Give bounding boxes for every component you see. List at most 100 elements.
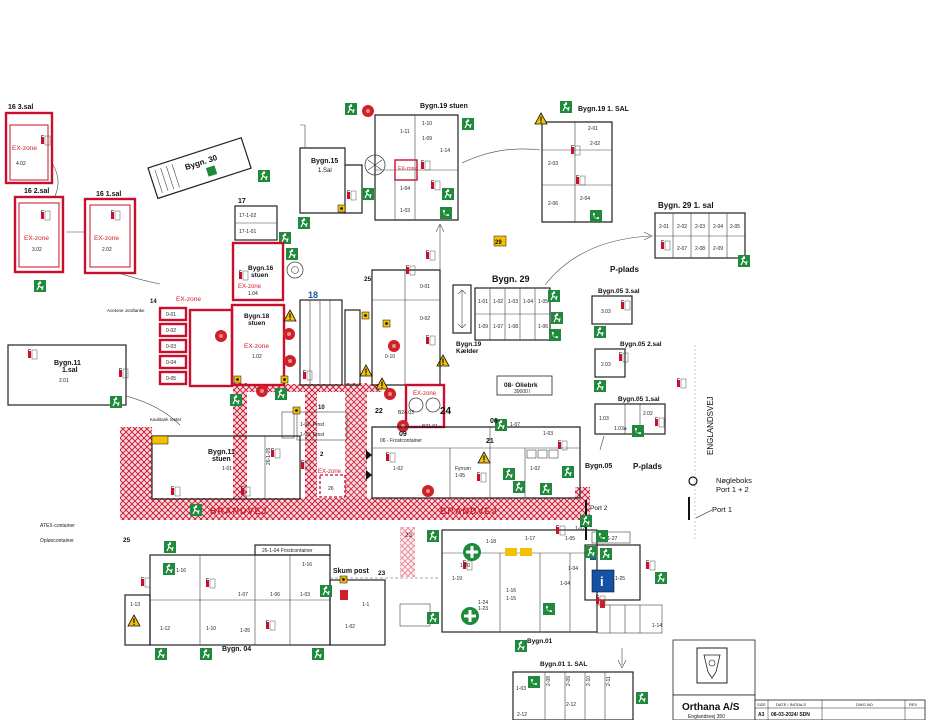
svg-text:1-15: 1-15 — [506, 596, 516, 602]
svg-text:2-10: 2-10 — [586, 676, 592, 686]
svg-text:1-16: 1-16 — [506, 588, 516, 594]
building-06-title: 06 — [490, 418, 498, 425]
svg-text:1-03: 1-03 — [543, 431, 553, 437]
svg-text:2.01: 2.01 — [59, 378, 69, 384]
sprinkler-icon — [256, 385, 268, 397]
svg-text:3.03: 3.03 — [601, 309, 611, 315]
svg-text:1-02: 1-02 — [530, 466, 540, 472]
warning-icon — [436, 354, 450, 367]
svg-text:1-19: 1-19 — [452, 576, 462, 582]
sprinkler-icon — [215, 330, 227, 342]
svg-text:1-04: 1-04 — [568, 566, 578, 572]
building-24-title: 24 — [440, 406, 452, 417]
svg-text:2-07: 2-07 — [677, 246, 687, 252]
svg-text:1-06: 1-06 — [270, 592, 280, 598]
exit-icon — [257, 169, 271, 183]
exit-icon — [584, 545, 598, 559]
brandvej-label: BRANDVEJ — [210, 506, 268, 516]
building-08-title: 08- Oliebrk — [504, 382, 538, 389]
exit-icon — [654, 571, 668, 585]
building-29: 1-01 1-02 1-03 1-04 1-05 1-09 1-07 1-08 … — [436, 284, 564, 367]
extinguisher-icon — [140, 577, 151, 588]
svg-text:Fyrrum: Fyrrum — [455, 466, 471, 472]
building-01-1sal-title: Bygn.01 1. SAL — [540, 661, 587, 668]
company-logo-icon — [703, 654, 721, 679]
building-16-2sal-title: 16 2.sal — [24, 188, 49, 195]
svg-text:17-1-02: 17-1-02 — [239, 213, 256, 219]
svg-text:1-23: 1-23 — [478, 606, 488, 612]
exit-icon — [502, 467, 516, 481]
svg-text:1-01: 1-01 — [222, 466, 232, 472]
key-box-icon — [688, 476, 698, 486]
svg-text:1-02: 1-02 — [493, 299, 503, 305]
svg-text:1-25: 1-25 — [615, 576, 625, 582]
svg-text:2-12: 2-12 — [517, 712, 527, 718]
svg-text:1-05: 1-05 — [565, 536, 575, 542]
building-25: 0-02 0-01 0-10 — [359, 250, 441, 390]
extinguisher-icon — [425, 250, 436, 261]
svg-text:1-07: 1-07 — [493, 324, 503, 330]
title-block — [672, 639, 926, 720]
exit-icon — [297, 216, 311, 230]
buildings-06-09-22: 06 - Frostcontainer Fyrrum 1-05 1-02 1-0… — [371, 418, 581, 499]
building-15 — [297, 102, 363, 230]
ex-zone-label: EX-zone — [94, 235, 119, 242]
ex-zone-label: EX-zone — [24, 235, 49, 242]
svg-text:0-05: 0-05 — [166, 376, 176, 382]
svg-text:1-24: 1-24 — [478, 600, 488, 606]
key-box-label: Nøgleboks — [716, 476, 752, 485]
building-24: EX-zone B24.03 B21.01 — [384, 383, 446, 432]
building-04-title: Bygn. 04 — [222, 646, 251, 653]
svg-text:0-01: 0-01 — [420, 284, 430, 290]
svg-text:1-05: 1-05 — [455, 473, 465, 479]
svg-text:1-04: 1-04 — [523, 299, 533, 305]
info-icon — [591, 569, 615, 593]
p-plads-label: P-plads — [633, 462, 662, 471]
building-29-title: Bygn. 29 — [492, 274, 530, 284]
ex-zone-26 — [319, 474, 346, 498]
svg-text:1-03: 1-03 — [508, 299, 518, 305]
ex-zone-label: EX-zone — [176, 296, 201, 303]
exit-icon — [154, 647, 168, 661]
svg-text:1-09: 1-09 — [422, 136, 432, 142]
brandvej-road — [120, 383, 590, 520]
svg-text:1-20: 1-20 — [460, 563, 470, 569]
p-plads-label: P-plads — [610, 265, 639, 274]
exit-icon — [737, 254, 751, 268]
building-18 — [299, 299, 361, 386]
extinguisher-icon — [270, 448, 281, 459]
warning-icon — [375, 377, 389, 390]
svg-text:2-04: 2-04 — [713, 224, 723, 230]
phone-icon — [632, 425, 644, 437]
svg-text:1-14: 1-14 — [652, 623, 662, 629]
exit-icon — [539, 482, 553, 496]
extinguisher-icon — [265, 620, 276, 631]
svg-text:1-02: 1-02 — [345, 624, 355, 630]
svg-text:26: 26 — [328, 486, 334, 492]
building-01-1sal: 1-03 2-12 2-12 2-08 2-09 2-10 2-11 — [512, 671, 649, 720]
svg-text:2-09: 2-09 — [713, 246, 723, 252]
building-11-1sal: 2.01 — [7, 344, 129, 409]
svg-text:1.04: 1.04 — [248, 291, 258, 297]
svg-text:4.02: 4.02 — [16, 161, 26, 167]
building-01-title: Bygn.01 — [527, 638, 553, 645]
exit-icon — [426, 529, 440, 543]
exit-icon — [109, 395, 123, 409]
svg-text:1-08: 1-08 — [508, 324, 518, 330]
sprinkler-icon — [362, 105, 374, 117]
exit-icon — [512, 480, 526, 494]
englandsvej-label: ENGLANDSVEJ — [706, 396, 715, 455]
ex-zone-label: EX-zone — [413, 391, 437, 397]
company-address: Englandsvej 350 — [688, 714, 725, 720]
building-17: 17-1-02 17-1-01 — [234, 205, 292, 245]
exit-icon — [344, 102, 358, 116]
svg-text:2-09: 2-09 — [566, 676, 572, 686]
phone-icon — [596, 530, 608, 542]
company-name: Orthana A/S — [682, 702, 740, 713]
building-10-rooms: 1-02. Frost 1-03. Frost — [281, 406, 348, 471]
svg-text:0-02: 0-02 — [166, 328, 176, 334]
phone-icon — [549, 329, 561, 341]
